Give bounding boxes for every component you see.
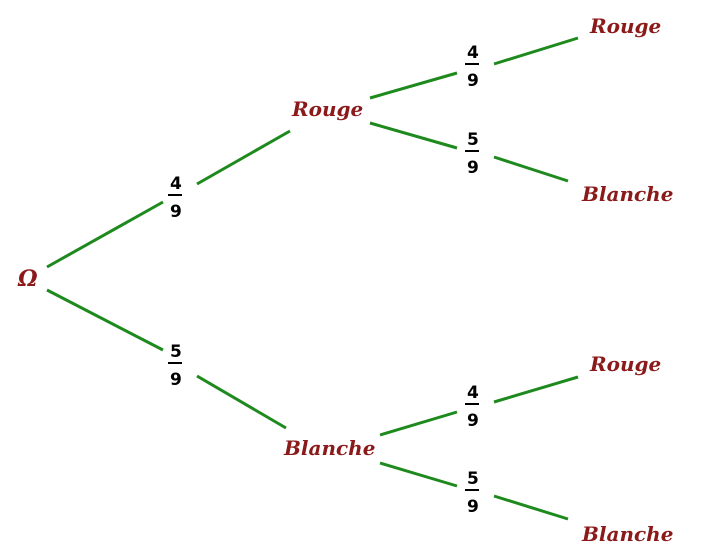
- fraction-denominator: 9: [170, 370, 182, 390]
- branch-root-to-rouge: [46, 200, 164, 269]
- fraction-blanche-blanche: 5 9: [465, 469, 479, 517]
- fraction-blanche-rouge: 4 9: [465, 383, 479, 431]
- node-rouge-rouge: Rouge: [589, 14, 661, 38]
- fraction-root-blanche: 5 9: [168, 342, 182, 390]
- fraction-numerator: 5: [170, 342, 182, 362]
- node-blanche-level1: Blanche: [283, 436, 375, 460]
- branch-root-to-blanche: [46, 288, 164, 352]
- fraction-rouge-rouge: 4 9: [465, 43, 479, 91]
- branch-root-to-rouge-cont: [196, 129, 291, 186]
- branch-root-to-blanche-cont: [196, 374, 287, 430]
- node-blanche-rouge: Rouge: [589, 352, 661, 376]
- node-rouge-level1: Rouge: [291, 97, 363, 121]
- fraction-numerator: 4: [467, 43, 479, 63]
- branch-blanche-to-rouge: [379, 410, 458, 437]
- fraction-denominator: 9: [170, 202, 182, 222]
- fraction-numerator: 5: [467, 469, 479, 489]
- fraction-numerator: 5: [467, 130, 479, 150]
- fraction-denominator: 9: [467, 497, 479, 517]
- branch-blanche-to-blanche: [379, 461, 458, 488]
- branch-rouge-to-blanche-cont: [493, 155, 569, 183]
- fraction-root-rouge: 4 9: [168, 174, 182, 222]
- fraction-denominator: 9: [467, 158, 479, 178]
- fraction-denominator: 9: [467, 71, 479, 91]
- branch-rouge-to-rouge-cont: [493, 36, 579, 66]
- branch-blanche-to-blanche-cont: [493, 494, 569, 521]
- branch-rouge-to-rouge: [369, 71, 458, 100]
- branch-rouge-to-blanche: [369, 121, 458, 150]
- fraction-denominator: 9: [467, 411, 479, 431]
- fraction-numerator: 4: [467, 383, 479, 403]
- node-blanche-blanche: Blanche: [581, 522, 673, 546]
- fraction-rouge-blanche: 5 9: [465, 130, 479, 178]
- branch-blanche-to-rouge-cont: [493, 375, 579, 404]
- fraction-numerator: 4: [170, 174, 182, 194]
- root-omega-label: Ω: [17, 266, 38, 292]
- node-rouge-blanche: Blanche: [581, 182, 673, 206]
